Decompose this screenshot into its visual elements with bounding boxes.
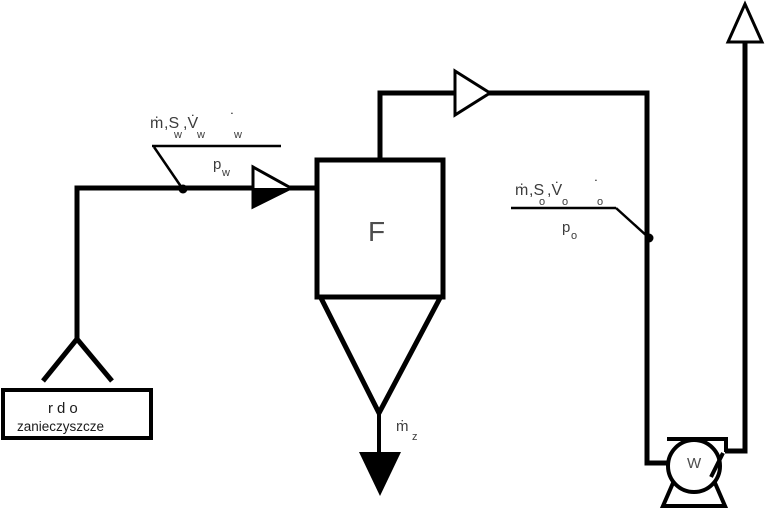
- outlet-tap-point: [644, 233, 654, 243]
- inlet-p-sub: w: [221, 167, 230, 179]
- dust-discharge-arrow-icon: [359, 452, 401, 496]
- outlet-dot: ˙: [594, 178, 599, 195]
- outlet-v: ,V̇: [547, 181, 562, 199]
- stack-exhaust-arrow-icon: [725, 0, 765, 44]
- outlet-v-sub: o: [562, 196, 568, 208]
- dust-m: ṁ: [396, 418, 409, 435]
- filter-label: F: [368, 216, 385, 247]
- outlet-label-leader: [615, 207, 649, 238]
- inlet-flow-arrow-fill: [253, 188, 291, 207]
- outlet-s: ,S: [529, 182, 544, 199]
- filter-hopper-cone: [318, 296, 443, 419]
- fan-label: W: [687, 455, 702, 472]
- outlet-p: p: [562, 219, 570, 236]
- outlet-flow-arrow-icon: [453, 68, 493, 118]
- outlet-duct: [377, 90, 671, 466]
- pollution-source-box: [1, 388, 153, 440]
- outlet-dot-sub: o: [597, 196, 603, 208]
- inlet-dot-sub: w: [233, 129, 242, 141]
- outlet-s-sub: o: [539, 196, 545, 208]
- dust-stream-label: ṁ z: [396, 418, 418, 443]
- inlet-duct: [41, 185, 317, 383]
- inlet-s-sub: w: [173, 129, 182, 141]
- inlet-v-sub: w: [196, 129, 205, 141]
- source-box-line1: rdo: [48, 400, 82, 417]
- fan-scroll-top: [667, 437, 728, 452]
- source-hood-right-leg: [75, 337, 114, 383]
- filter-body: [314, 157, 446, 300]
- outlet-stream-label: ṁ ,S o ,V̇ o ˙ o p o: [511, 178, 654, 243]
- dust-sub: z: [412, 431, 418, 443]
- fan-cutwater: [709, 452, 725, 478]
- inlet-stream-label: ṁ ,S w ,V̇ w ˙ w p w: [150, 111, 281, 194]
- inlet-p: p: [213, 156, 221, 173]
- stack-duct: [725, 42, 748, 454]
- inlet-tap-point: [178, 184, 188, 194]
- outlet-m: ṁ: [515, 182, 528, 199]
- inlet-s: ,S: [164, 115, 179, 132]
- inlet-v: ,V̇: [183, 114, 198, 132]
- inlet-m: ṁ: [150, 115, 163, 132]
- source-box-line2: zanieczyszcze: [17, 419, 104, 434]
- outlet-p-sub: o: [571, 230, 577, 242]
- inlet-label-leader: [152, 146, 184, 189]
- inlet-dot: ˙: [230, 111, 235, 128]
